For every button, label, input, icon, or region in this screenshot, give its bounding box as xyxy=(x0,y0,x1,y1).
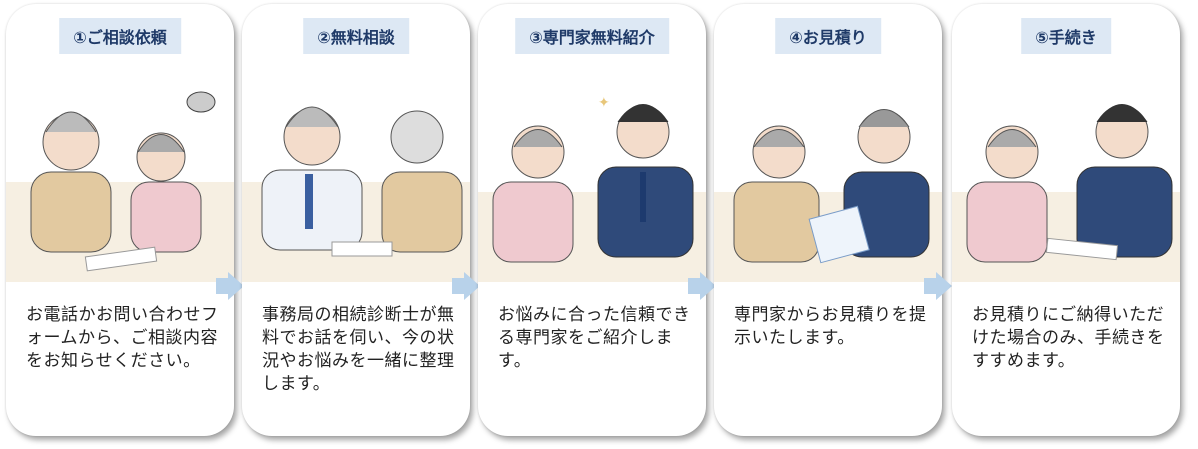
expert-introduction-illustration: ✦ xyxy=(478,95,706,282)
step-description: お悩みに合った信頼できる専門家をご紹介します。 xyxy=(498,305,691,371)
elderly-couple-on-phone-illustration xyxy=(6,91,234,282)
arrow-right-icon xyxy=(216,272,244,300)
arrow-right-icon xyxy=(688,272,716,300)
advisor-consultation-illustration xyxy=(242,106,470,282)
arrow-right-icon xyxy=(452,272,480,300)
step-description: お見積りにご納得いただけた場合のみ、手続きをすすめます。 xyxy=(972,305,1165,371)
step-title: ④お見積り xyxy=(775,18,881,54)
step-title: ⑤手続き xyxy=(1021,18,1111,54)
step-title: ③専門家無料紹介 xyxy=(515,18,669,54)
step-description: 事務局の相続診断士が無料でお話を伺い、今の状況やお悩みを一緒に整理します。 xyxy=(262,305,455,394)
step-description: お電話かお問い合わせフォームから、ご相談内容をお知らせください。 xyxy=(26,305,219,371)
step-title: ②無料相談 xyxy=(303,18,409,54)
step-description: 専門家からお見積りを提示いたします。 xyxy=(734,305,927,348)
step-card-5: ⑤手続き お見積りにご納得いただけた場合のみ、手続きをすすめます。 xyxy=(952,4,1180,436)
arrow-right-icon xyxy=(924,272,952,300)
step-title: ①ご相談依頼 xyxy=(59,18,181,54)
step-card-3: ③専門家無料紹介 ✦ お悩みに合った信頼できる専門家をご紹介します。 xyxy=(478,4,706,436)
svg-text:✦: ✦ xyxy=(598,95,610,111)
step-card-4: ④お見積り 専門家からお見積りを提示いたします。 xyxy=(714,4,942,436)
signing-documents-illustration xyxy=(952,104,1180,282)
step-card-1: ①ご相談依頼 お電話かお問い合わせフォームから、ご相談内容をお知らせください。 xyxy=(6,4,234,436)
estimate-presentation-illustration xyxy=(714,109,942,282)
step-card-2: ②無料相談 事務局の相続診断士が無料でお話を伺い、今の状況やお悩みを一緒に整理し… xyxy=(242,4,470,436)
